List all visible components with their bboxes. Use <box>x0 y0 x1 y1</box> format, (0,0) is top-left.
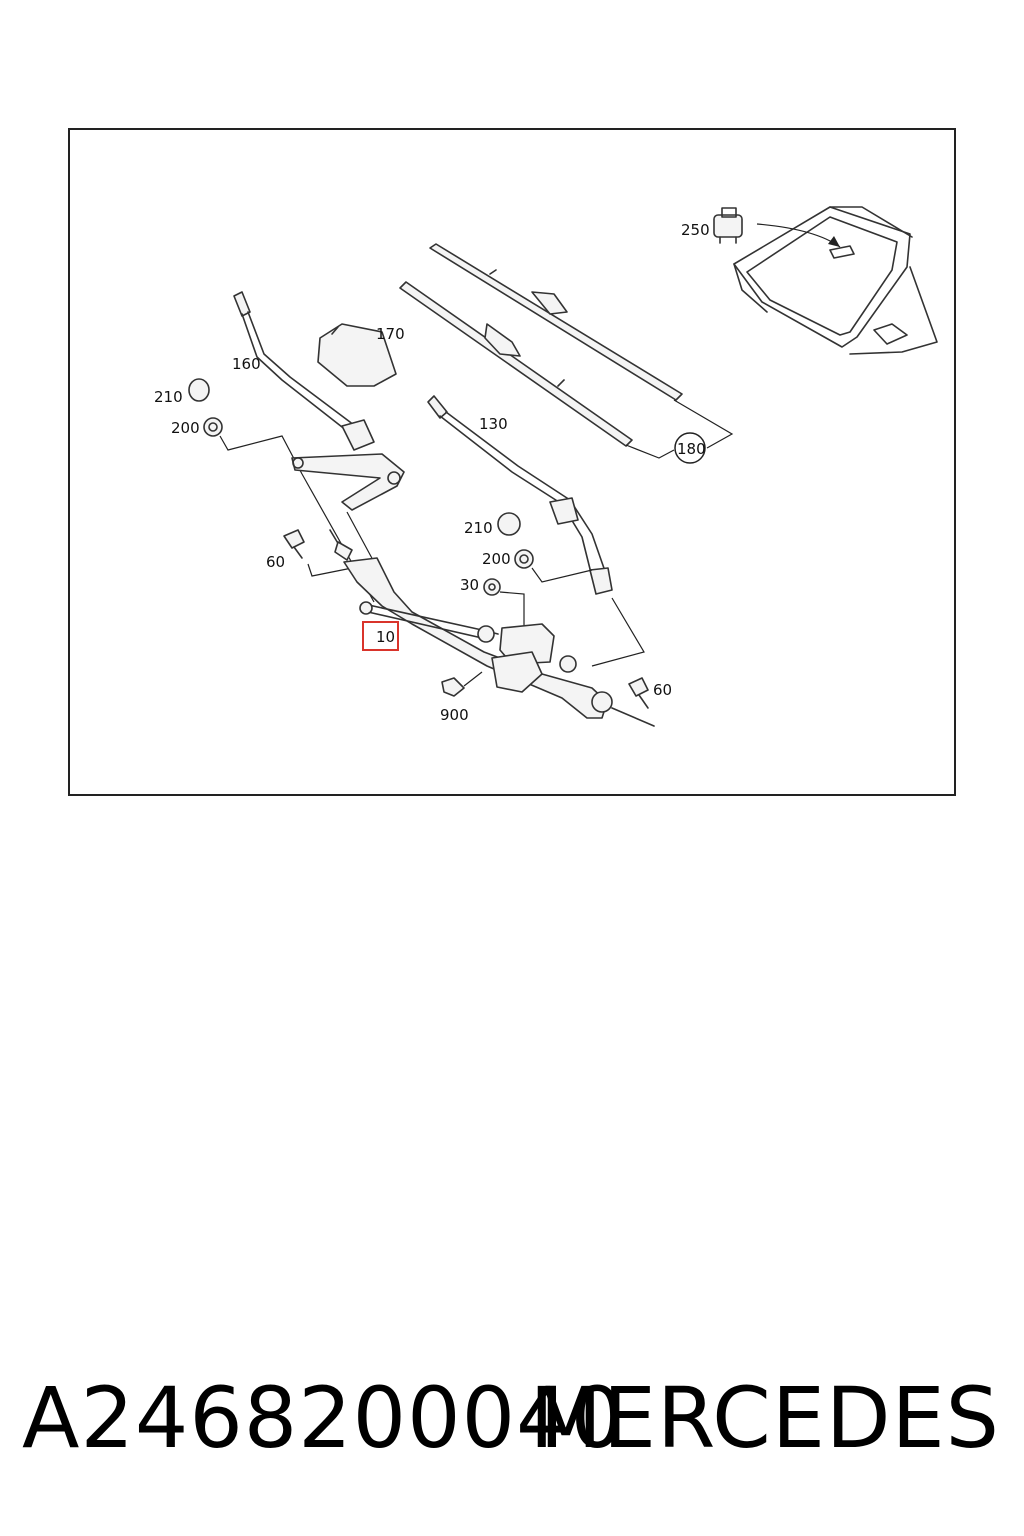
callout-180-circle <box>674 432 706 464</box>
callout-60-left: 60 <box>266 553 285 571</box>
cover-170 <box>317 323 397 387</box>
callout-170: 170 <box>376 325 405 343</box>
wiper-assembly-diagram: 250 170 160 210 200 130 180 210 200 60 3… <box>154 206 938 727</box>
callout-160: 160 <box>232 355 261 373</box>
callout-900: 900 <box>440 706 469 724</box>
nut-200-right <box>514 549 593 583</box>
nut-30 <box>483 578 525 630</box>
callout-200-left: 200 <box>171 419 200 437</box>
wiper-blade-upper <box>429 243 683 401</box>
cap-210-right <box>497 512 521 536</box>
callout-30: 30 <box>460 576 479 594</box>
nut-200-left <box>203 417 303 475</box>
part-number: A2468200040 <box>22 1369 625 1467</box>
callout-210-right: 210 <box>464 519 493 537</box>
connector-900 <box>441 671 483 697</box>
callout-200-right: 200 <box>482 550 511 568</box>
linkage-plate <box>291 453 405 511</box>
callout-60-right: 60 <box>653 681 672 699</box>
windshield-view <box>733 206 938 355</box>
bolt-60-right <box>628 677 649 709</box>
callout-130: 130 <box>479 415 508 433</box>
bolt-60-left <box>283 529 353 577</box>
rain-sensor-250 <box>713 207 743 244</box>
callout-250: 250 <box>681 221 710 239</box>
footer: A2468200040 MERCEDES <box>0 1368 1024 1478</box>
leader-180 <box>625 399 734 459</box>
diagram-frame: 250 170 160 210 200 130 180 210 200 60 3… <box>68 128 956 796</box>
callout-10: 10 <box>376 628 395 646</box>
callout-210-left: 210 <box>154 388 183 406</box>
wiper-blade-lower <box>399 281 633 447</box>
cap-210-left <box>188 378 210 402</box>
brand-name: MERCEDES <box>529 1369 1000 1467</box>
highlight-box-10 <box>362 621 399 651</box>
wiper-linkage-assembly-10 <box>329 529 655 727</box>
wiper-arm-right-130 <box>427 395 613 595</box>
wiper-arm-left-160 <box>233 291 375 451</box>
callout-180: 180 <box>677 440 706 458</box>
